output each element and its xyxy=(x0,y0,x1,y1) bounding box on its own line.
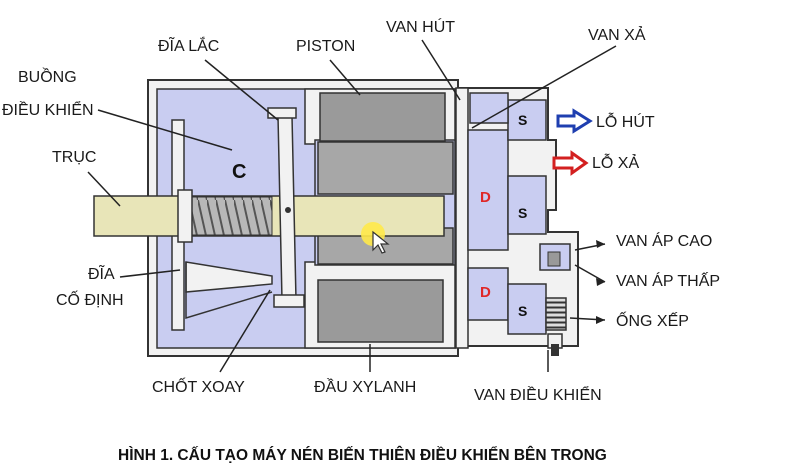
mark-c: C xyxy=(232,161,246,183)
mark-d-upper: D xyxy=(480,189,491,206)
piston-upper xyxy=(319,92,446,142)
label-piston: PISTON xyxy=(296,38,355,55)
swash-plate xyxy=(267,107,305,308)
label-dia-lac: ĐĨA LẮC xyxy=(158,35,219,55)
label-van-dieu-khien: VAN ĐIỀU KHIỂN xyxy=(474,385,602,404)
label-buong: BUỒNG xyxy=(18,67,77,86)
label-van-ap-cao: VAN ÁP CAO xyxy=(616,231,712,250)
figure-caption: HÌNH 1. CẤU TẠO MÁY NÉN BIẾN THIÊN ĐIỀU … xyxy=(118,446,607,464)
label-co-dinh: CỐ ĐỊNH xyxy=(56,289,124,309)
label-van-xa: VAN XẢ xyxy=(588,25,646,44)
mark-d-lower: D xyxy=(480,284,491,301)
label-van-ap-thap: VAN ÁP THẤP xyxy=(616,271,720,290)
label-lo-hut: LỖ HÚT xyxy=(596,112,655,131)
mark-s3: S xyxy=(518,303,527,319)
label-ong-xep: ỐNG XẾP xyxy=(616,310,689,330)
suction-arrow xyxy=(556,108,593,134)
label-chot-xoay: CHỐT XOAY xyxy=(152,376,245,396)
cursor-highlight xyxy=(361,222,390,254)
shaft-thread xyxy=(191,196,273,236)
label-truc: TRỤC xyxy=(52,149,96,166)
discharge-arrow xyxy=(552,150,589,176)
label-lo-xa: LỖ XẢ xyxy=(592,153,639,172)
label-van-hut: VAN HÚT xyxy=(386,17,455,36)
mark-s2: S xyxy=(518,205,527,221)
label-dieu-khien: ĐIỀU KHIỂN xyxy=(2,100,94,119)
leader-arrowheads xyxy=(596,240,605,324)
cylinder-head-block xyxy=(317,141,454,195)
label-dau-xylanh: ĐẦU XYLANH xyxy=(314,377,416,396)
leader-lines xyxy=(87,39,617,373)
valve-plate xyxy=(455,87,509,349)
mark-s1: S xyxy=(518,112,527,128)
control-valve xyxy=(539,243,571,356)
label-dia: ĐĨA xyxy=(88,263,115,283)
piston-lower xyxy=(317,279,444,343)
suction-chambers xyxy=(469,92,547,335)
